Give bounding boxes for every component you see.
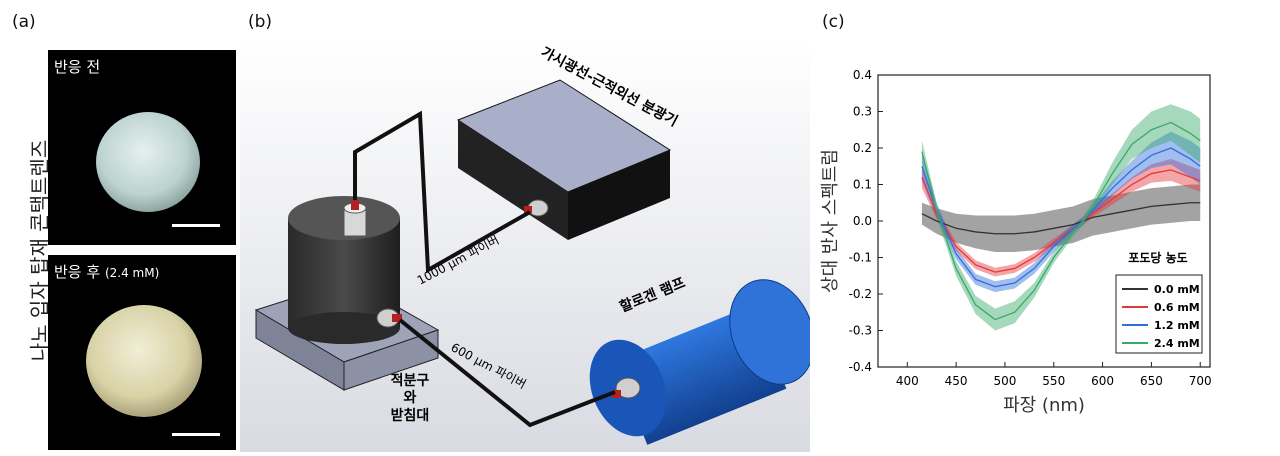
legend: 0.0 mM 0.6 mM 1.2 mM 2.4 mM [1115, 274, 1203, 354]
legend-label-0: 0.0 mM [1154, 283, 1200, 296]
panel-label-a: (a) [12, 12, 36, 32]
legend-label-1: 0.6 mM [1154, 301, 1200, 314]
scale-bar-after [172, 433, 220, 436]
photo-after-text: 반응 후 [54, 263, 101, 281]
lens-after-image [86, 305, 220, 436]
series-band-0 [921, 184, 1201, 253]
chart-svg: 400 450 500 550 600 650 700 -0.4 -0.3 -0.2 -0.1 0.… [820, 68, 1212, 416]
y-axis-label: 상대 반사 스펙트럼 [820, 149, 841, 293]
y-tick-label-8: 0.4 [853, 68, 872, 82]
series-band-1 [921, 158, 1201, 277]
schematic-svg: 1000 μm 파이버 600 μm 파이버 가시광선-근적외선 분광기 할로겐… [240, 40, 815, 452]
photo-after-concentration: (2.4 mM) [104, 266, 160, 280]
photo-after: 반응 후 (2.4 mM) [48, 255, 236, 450]
x-tick-label-3: 550 [1042, 374, 1065, 388]
spectrometer-box [456, 79, 672, 240]
series-line-2 [921, 147, 1201, 288]
series-line-0 [921, 202, 1201, 235]
series-lines [921, 121, 1201, 321]
sphere-label-3: 받침대 [391, 407, 430, 424]
scale-bar-before [172, 224, 220, 227]
y-tick-label-5: 0.1 [853, 178, 872, 192]
fiber-1000-line [353, 110, 531, 274]
panel-label-c: (c) [822, 12, 845, 32]
legend-label-2: 1.2 mM [1154, 319, 1200, 332]
y-tick-label-1: -0.3 [849, 324, 872, 338]
legend-title: 포도당 농도 [1128, 250, 1187, 265]
y-tick-label-6: 0.2 [853, 141, 872, 155]
sphere-label-2: 와 [404, 389, 417, 406]
series-band-3 [921, 104, 1201, 331]
y-tick-label-0: -0.4 [849, 360, 872, 374]
x-tick-label-5: 650 [1140, 374, 1163, 388]
panel-label-b: (b) [248, 12, 273, 32]
x-axis-label: 파장 (nm) [1003, 395, 1085, 416]
x-tick-label-6: 700 [1189, 374, 1212, 388]
sphere-label-1: 적분구 [391, 372, 430, 389]
setup-schematic: 1000 μm 파이버 600 μm 파이버 가시광선-근적외선 분광기 할로겐… [240, 40, 815, 452]
lens-before-image [96, 112, 220, 227]
x-tick-label-4: 600 [1091, 374, 1114, 388]
y-tick-label-7: 0.3 [853, 105, 872, 119]
photo-after-label: 반응 후 (2.4 mM) [54, 261, 159, 282]
y-tick-label-2: -0.2 [849, 287, 872, 301]
photo-before-label: 반응 전 [54, 58, 101, 76]
x-tick-label-0: 400 [896, 374, 919, 388]
legend-label-3: 2.4 mM [1154, 337, 1200, 350]
x-tick-label-1: 450 [945, 374, 968, 388]
fiber-600-line [398, 318, 616, 428]
y-tick-label-3: -0.1 [849, 251, 872, 265]
halogen-lamp [589, 279, 815, 445]
x-ticks: 400 450 500 550 600 650 700 [896, 362, 1212, 388]
y-ticks: -0.4 -0.3 -0.2 -0.1 0.0 0.1 0.2 0.3 0.4 [849, 68, 883, 374]
series-line-3 [921, 121, 1201, 321]
y-tick-label-4: 0.0 [853, 214, 872, 228]
integrating-sphere [288, 196, 402, 344]
photo-before: 반응 전 [48, 50, 236, 245]
x-tick-label-2: 500 [993, 374, 1016, 388]
spectrum-chart: 400 450 500 550 600 650 700 -0.4 -0.3 -0.2 -0.1 0.… [818, 55, 1270, 450]
